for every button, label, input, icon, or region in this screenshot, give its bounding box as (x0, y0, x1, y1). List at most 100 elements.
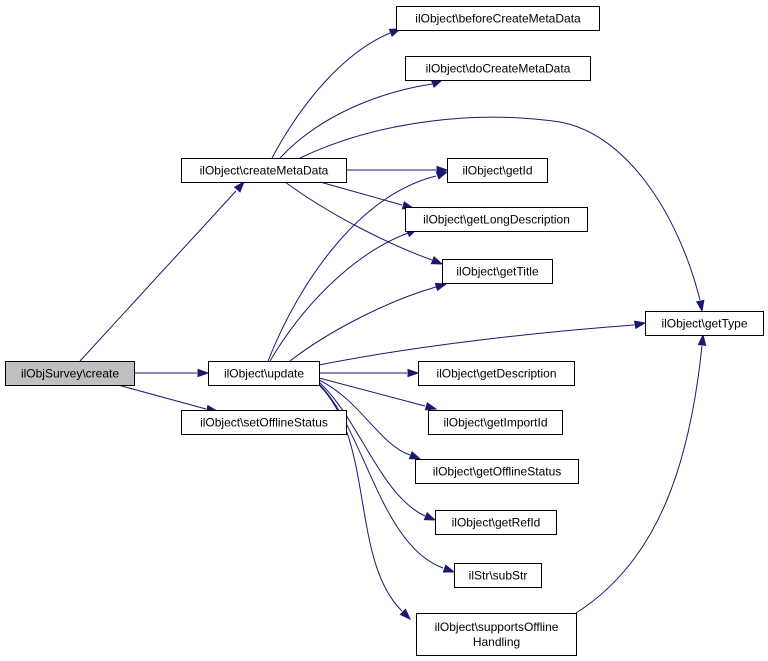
node-box (447, 158, 548, 183)
node-box (5, 361, 135, 386)
node-getLongDescription[interactable]: ilObject\getLongDescription (405, 207, 588, 232)
node-label: ilStr\subStr (469, 569, 528, 583)
edge-arrowhead (424, 402, 438, 411)
edge-line (318, 381, 426, 517)
edge-arrowhead (197, 368, 210, 378)
edge-line (318, 377, 426, 407)
node-beforeCreateMetaData[interactable]: ilObject\beforeCreateMetaData (396, 6, 600, 31)
node-getDescription[interactable]: ilObject\getDescription (418, 361, 575, 386)
edge-update-to-getLongDescription (269, 228, 419, 362)
node-getId[interactable]: ilObject\getId (447, 158, 548, 183)
node-box (405, 207, 588, 232)
node-box (405, 56, 591, 81)
node-label: ilObject\beforeCreateMetaData (415, 12, 581, 26)
node-box (415, 459, 579, 484)
node-box (442, 259, 553, 284)
node-subStr[interactable]: ilStr\subStr (454, 563, 542, 588)
node-getOfflineStatus[interactable]: ilObject\getOfflineStatus (415, 459, 579, 484)
edge-line (299, 116, 701, 301)
node-label: ilObject\getLongDescription (423, 213, 570, 227)
node-box (428, 410, 563, 435)
node-box (396, 6, 600, 31)
node-label: ilObject\setOfflineStatus (200, 416, 328, 430)
node-label: ilObjSurvey\create (21, 367, 119, 381)
edge-arrowhead (435, 171, 449, 180)
edge-arrowhead (430, 79, 444, 88)
edge-arrowhead (442, 564, 456, 573)
edge-line (289, 286, 437, 362)
node-create[interactable]: ilObjSurvey\create (5, 361, 135, 386)
edge-update-to-getTitle (289, 282, 448, 362)
node-label: ilObject\createMetaData (200, 164, 329, 178)
edge-line (271, 32, 391, 159)
edge-line (79, 190, 237, 362)
edge-arrowhead (633, 320, 647, 330)
edge-createMetaData-to-getType (299, 116, 705, 313)
node-setOfflineStatus[interactable]: ilObject\setOfflineStatus (181, 410, 347, 435)
edge-update-to-subStr (318, 383, 456, 573)
edge-create-to-createMetaData (79, 180, 245, 362)
node-createMetaData[interactable]: ilObject\createMetaData (181, 158, 347, 183)
node-label: ilObject\getTitle (456, 265, 539, 279)
edge-line (318, 379, 411, 456)
edge-createMetaData-to-getId (346, 165, 449, 175)
node-label: ilObject\getId (462, 164, 532, 178)
node-layer: ilObjSurvey\create ilObject\createMetaDat… (5, 6, 764, 656)
node-getType[interactable]: ilObject\getType (645, 311, 764, 336)
edge-line (318, 384, 403, 612)
edge-arrowhead (399, 608, 412, 621)
node-box (416, 613, 577, 656)
node-box (454, 563, 542, 588)
edge-arrowhead (408, 451, 422, 460)
edge-update-to-getRefId (318, 381, 437, 521)
node-label: ilObject\doCreateMetaData (426, 62, 571, 76)
edge-arrowhead (695, 299, 705, 313)
node-getImportId[interactable]: ilObject\getImportId (428, 410, 563, 435)
node-label: ilObject\getType (661, 317, 747, 331)
edge-line (284, 181, 433, 261)
edge-update-to-getOfflineStatus (318, 379, 422, 460)
edge-arrowhead (423, 512, 437, 521)
node-label: ilObject\update (224, 367, 304, 381)
edge-update-to-getId (267, 171, 449, 362)
node-label: ilObject\getRefId (452, 516, 541, 530)
node-box (181, 410, 347, 435)
edge-arrowhead (233, 180, 245, 193)
edge-create-to-setOfflineStatus (117, 384, 219, 414)
edge-line (269, 232, 409, 362)
edge-arrowhead (407, 368, 420, 378)
node-label: ilObject\getOfflineStatus (433, 465, 562, 479)
node-getRefId[interactable]: ilObject\getRefId (435, 510, 557, 535)
edge-line (318, 383, 444, 569)
node-doCreateMetaData[interactable]: ilObject\doCreateMetaData (405, 56, 591, 81)
edge-line (117, 384, 207, 410)
node-label: ilObject\getDescription (436, 367, 556, 381)
edge-update-to-getDescription (319, 368, 420, 378)
edge-createMetaData-to-doCreateMetaData (279, 79, 444, 159)
node-label: Handling (473, 635, 520, 649)
edge-line (279, 83, 433, 159)
edge-update-to-getImportId (318, 377, 438, 411)
edge-supportsOfflineHandling-to-getType (575, 333, 707, 614)
edge-arrowhead (434, 282, 448, 292)
edge-line (319, 181, 403, 206)
edge-arrowhead (697, 333, 707, 346)
node-box (435, 510, 557, 535)
node-box (208, 361, 320, 386)
node-box (418, 361, 575, 386)
edge-update-to-getType (318, 320, 647, 366)
edge-createMetaData-to-getTitle (284, 181, 444, 265)
edge-arrowhead (430, 256, 444, 265)
node-box (181, 158, 347, 183)
edge-create-to-update (134, 368, 210, 378)
node-label: ilObject\supportsOffline (435, 620, 559, 634)
node-update[interactable]: ilObject\update (208, 361, 320, 386)
node-box (645, 311, 764, 336)
node-label: ilObject\getImportId (443, 416, 547, 430)
edge-createMetaData-to-beforeCreateMetaData (271, 28, 402, 159)
edge-update-to-supportsOfflineHandling (318, 384, 412, 621)
node-getTitle[interactable]: ilObject\getTitle (442, 259, 553, 284)
edge-layer (79, 28, 707, 621)
